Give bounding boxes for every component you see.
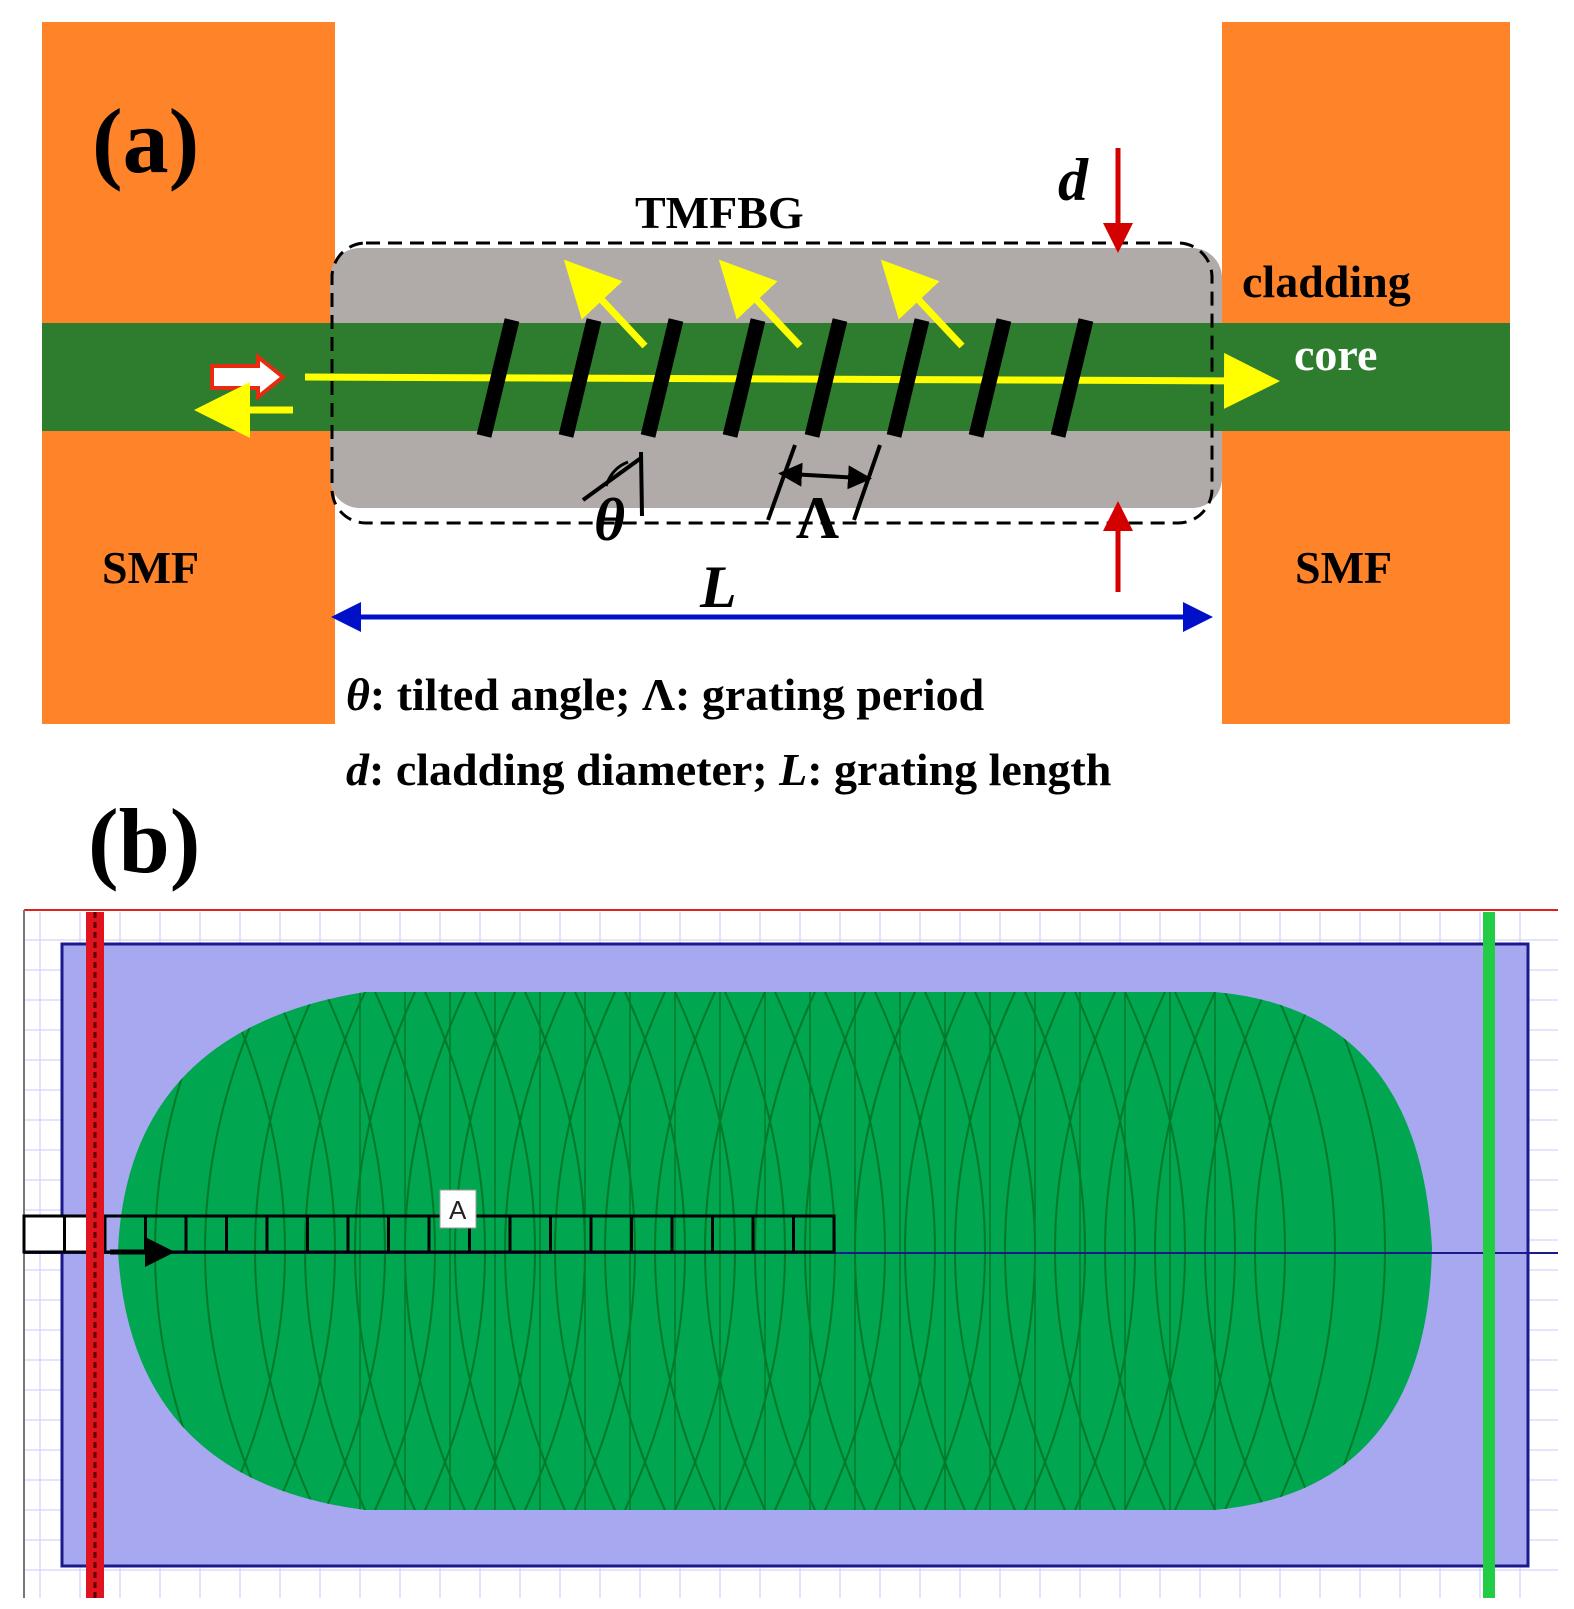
grating-fringes — [476, 318, 1094, 438]
cladding-mode-arrow-1 — [563, 259, 648, 349]
tmfbg-label: TMFBG — [635, 187, 804, 238]
grating-fringe — [476, 318, 520, 438]
panel-b: (b) A — [22, 790, 1558, 1598]
cladding-mode-arrow-3 — [880, 259, 965, 349]
grating-fringe — [886, 318, 930, 438]
transmitted-light-arrow — [304, 352, 1280, 409]
grating-segment — [22, 1214, 66, 1254]
grating-segment — [792, 1214, 836, 1254]
cladding-mode-arrow-2 — [718, 259, 803, 349]
grating-fringe — [722, 318, 766, 438]
legend-line-2: d: cladding diameter; L: grating length — [346, 744, 1111, 795]
legend-line-1: θ: tilted angle; Λ: grating period — [346, 669, 985, 720]
theta-annotation: θ — [581, 451, 644, 553]
output-monitor-plane — [1483, 912, 1495, 1598]
grating-fringe — [804, 318, 848, 438]
grating-fringe — [968, 318, 1012, 438]
smf-right-label: SMF — [1295, 542, 1392, 593]
smf-left-label: SMF — [102, 542, 199, 593]
period-annotation: Λ — [766, 444, 882, 551]
d-annotation: d — [1058, 147, 1133, 592]
segment-badge — [439, 1189, 477, 1229]
lambda-symbol: Λ — [796, 485, 839, 551]
panel-a: (a) TMFBG cladding core SMF SMF θ — [42, 22, 1510, 795]
core-label: core — [1294, 329, 1377, 380]
grating-fringe — [558, 318, 602, 438]
grating-fringe — [640, 318, 684, 438]
L-symbol: L — [699, 554, 737, 620]
segment-badge-label: A — [449, 1195, 467, 1225]
grating-segments — [22, 1214, 836, 1254]
cladding-label: cladding — [1242, 256, 1411, 307]
grating-fringe — [1050, 318, 1094, 438]
d-symbol: d — [1058, 147, 1089, 213]
L-annotation: L — [331, 554, 1213, 632]
theta-symbol: θ — [594, 487, 625, 553]
panel-a-label: (a) — [92, 90, 199, 192]
panel-b-label: (b) — [88, 790, 200, 892]
